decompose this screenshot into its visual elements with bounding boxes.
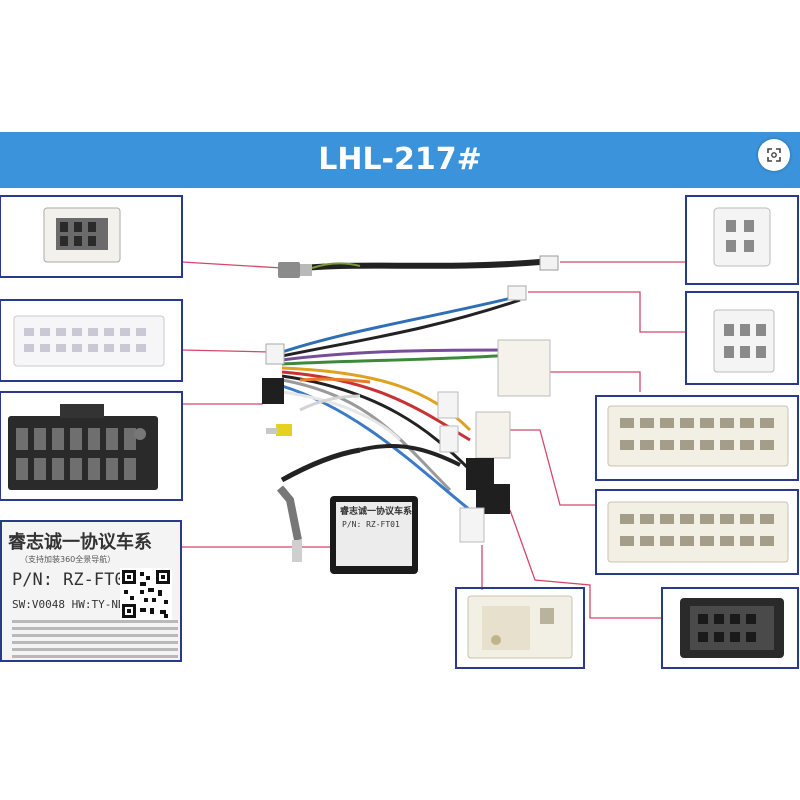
connector-top-left bbox=[43, 207, 121, 263]
decoder-brand-text: 睿志诚一协议车系 bbox=[8, 532, 152, 553]
connector-mid-left bbox=[13, 315, 165, 367]
harness-connectors bbox=[262, 285, 551, 562]
connector-bottom-right bbox=[680, 598, 784, 658]
canbus-decoder-module: 睿志诚一协议车系 P/N: RZ-FT01 bbox=[330, 496, 418, 574]
connector-top-right bbox=[713, 207, 771, 267]
module-part-number: P/N: RZ-FT01 bbox=[342, 520, 400, 529]
frame-top-right bbox=[685, 195, 799, 285]
decoder-fine-print bbox=[12, 616, 178, 660]
connector-iso-left bbox=[8, 404, 158, 490]
frame-third-right bbox=[595, 395, 799, 481]
product-code-title: LHL-217# bbox=[318, 142, 482, 177]
wire-bundle bbox=[280, 294, 521, 512]
frame-bottom-right bbox=[661, 587, 799, 669]
title-banner: LHL-217# bbox=[0, 132, 800, 188]
frame-mid-left bbox=[0, 299, 183, 382]
frame-iso-left bbox=[0, 391, 183, 501]
decoder-part-number: P/N: RZ-FT01 bbox=[12, 570, 135, 590]
frame-fourth-right bbox=[595, 489, 799, 575]
expand-icon bbox=[767, 148, 781, 162]
frame-top-left bbox=[0, 195, 183, 278]
decoder-label-photo: 睿志诚一协议车系 （支持加装360全景导航） P/N: RZ-FT01 SW:V… bbox=[0, 520, 182, 662]
frame-second-right bbox=[685, 291, 799, 385]
connector-bottom-middle bbox=[467, 595, 573, 659]
zoom-button[interactable] bbox=[758, 139, 790, 171]
module-sticker: 睿志诚一协议车系 P/N: RZ-FT01 bbox=[336, 502, 412, 566]
frame-bottom-middle bbox=[455, 587, 585, 669]
connector-fourth-right bbox=[607, 501, 789, 563]
connector-second-right bbox=[713, 309, 775, 373]
top-extension-cable bbox=[278, 255, 559, 278]
decoder-subtitle-text: （支持加装360全景导航） bbox=[20, 555, 116, 564]
module-brand-text: 睿志诚一协议车系 bbox=[340, 507, 413, 517]
connector-third-right bbox=[607, 405, 789, 467]
qr-code-icon bbox=[120, 568, 172, 620]
